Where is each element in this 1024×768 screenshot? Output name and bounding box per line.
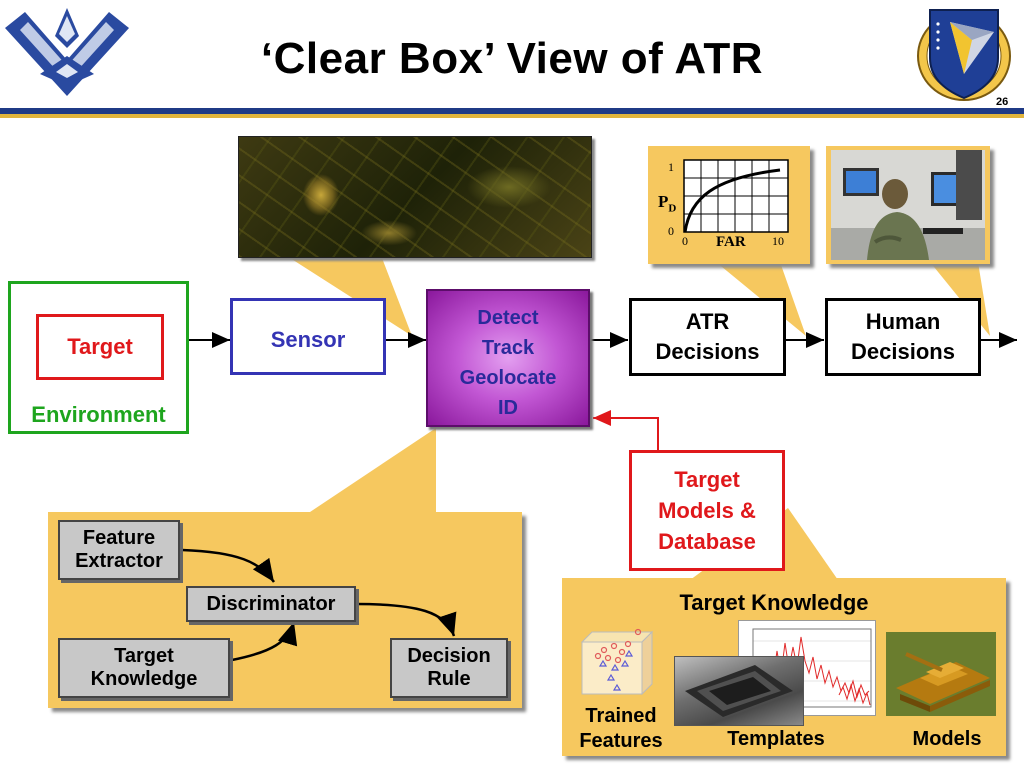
- clear-box-callout-wedge: [310, 428, 436, 512]
- target-knowledge-panel: Target Knowledge Trained Features: [562, 578, 1006, 756]
- human-decisions-line-1: Human: [865, 309, 941, 334]
- feature-extractor-line-2: Extractor: [75, 550, 163, 572]
- knowledge-panel-title: Target Knowledge: [679, 590, 869, 615]
- processing-box: Detect Track Geolocate ID: [426, 289, 590, 427]
- feature-extractor-box: Feature Extractor: [58, 520, 180, 580]
- human-decisions-line-2: Decisions: [851, 339, 955, 364]
- header-rule-navy: [0, 108, 1024, 114]
- slide-title: ‘Clear Box’ View of ATR: [260, 34, 764, 83]
- target-box: Target: [36, 314, 164, 380]
- arrow-knowledge-to-discriminator: [231, 621, 298, 662]
- tank-model-image: [886, 632, 996, 716]
- target-models-line-3: Database: [658, 529, 756, 554]
- trained-features-label: Trained Features: [562, 704, 680, 754]
- trained-features-line-2: Features: [579, 730, 663, 752]
- operator-photo: [826, 146, 990, 264]
- atr-decisions-line-1: ATR: [685, 309, 730, 334]
- atr-decisions-box: ATR Decisions: [629, 298, 786, 376]
- arrow-discriminator-to-rule: [355, 602, 457, 637]
- target-models-line-1: Target: [674, 467, 740, 492]
- roc-y-tick-bottom: 0: [668, 224, 674, 238]
- processing-label: Detect Track Geolocate ID: [428, 303, 588, 423]
- environment-label: Environment: [31, 402, 166, 427]
- decision-rule-line-2: Rule: [427, 668, 471, 690]
- roc-curve: [683, 168, 781, 233]
- arrow-database-to-processing: [593, 410, 659, 450]
- sar-image: [238, 136, 592, 258]
- template-image: [674, 656, 804, 726]
- header-rule-gold: [0, 114, 1024, 118]
- target-knowledge-line-1: Target: [114, 645, 174, 667]
- templates-label: Templates: [727, 728, 825, 750]
- human-decisions-box: Human Decisions: [825, 298, 981, 376]
- roc-x-tick-left: 0: [682, 234, 688, 248]
- decision-rule-line-1: Decision: [407, 645, 491, 667]
- target-models-line-2: Models &: [658, 498, 756, 523]
- processing-line-id: ID: [498, 397, 518, 419]
- afrl-shield-logo: [908, 2, 1020, 106]
- roc-y-axis-label: PD: [658, 192, 676, 214]
- models-label: Models: [912, 728, 982, 750]
- decision-rule-box: Decision Rule: [390, 638, 508, 698]
- discriminator-box: Discriminator: [186, 586, 356, 622]
- sensor-box: Sensor: [230, 298, 386, 375]
- slide-number: 26: [996, 96, 1009, 108]
- roc-chart-card: 1 PD 0 0 FAR 10: [648, 146, 810, 264]
- feature-extractor-line-1: Feature: [82, 527, 156, 549]
- processing-line-geolocate: Geolocate: [459, 367, 557, 389]
- trained-features-image: [578, 626, 656, 696]
- target-label: Target: [67, 334, 133, 359]
- roc-y-tick-top: 1: [668, 160, 674, 174]
- target-knowledge-line-2: Knowledge: [90, 668, 198, 690]
- roc-y-label-sub: D: [668, 202, 677, 215]
- trained-features-line-1: Trained: [585, 705, 657, 727]
- air-force-wings-logo: [0, 0, 134, 108]
- environment-box: [8, 281, 189, 434]
- target-knowledge-box: Target Knowledge: [58, 638, 230, 698]
- atr-decisions-line-2: Decisions: [655, 339, 760, 364]
- sensor-label: Sensor: [270, 327, 346, 352]
- target-models-box: Target Models & Database: [629, 450, 785, 571]
- processing-line-track: Track: [481, 337, 535, 359]
- clear-box-panel: Feature Extractor Discriminator Target K…: [48, 512, 522, 708]
- roc-x-axis-label: FAR: [716, 234, 746, 250]
- discriminator-label: Discriminator: [206, 592, 336, 615]
- processing-line-detect: Detect: [477, 307, 539, 329]
- arrow-extractor-to-discriminator: [181, 548, 276, 583]
- roc-x-tick-right: 10: [772, 234, 784, 248]
- roc-y-label-main: P: [658, 192, 669, 211]
